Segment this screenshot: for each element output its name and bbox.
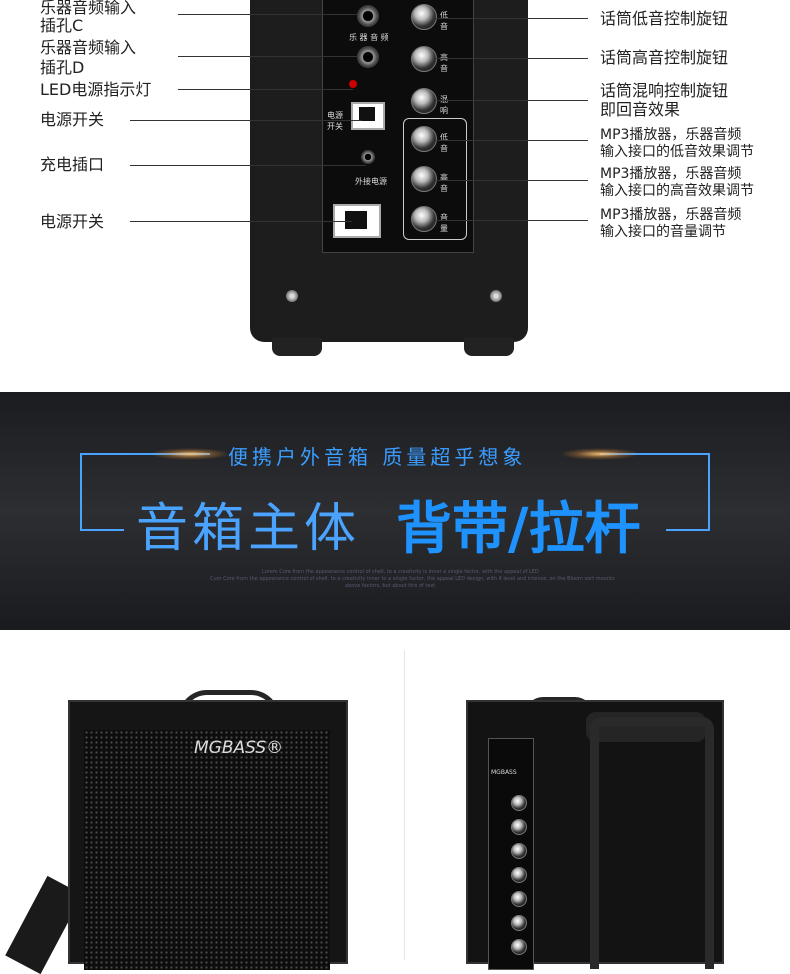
mp3-bass-knob[interactable] — [411, 126, 437, 152]
instrument-audio-label: 乐 器 音 频 — [349, 33, 389, 42]
mp3-volume-knob[interactable] — [411, 206, 437, 232]
label-power-switch-2: 电源开关 — [40, 212, 105, 231]
banner-title-highlight: 背带/拉杆 — [396, 497, 641, 562]
mp3-bass-label: 低音 — [440, 133, 448, 153]
speaker-front-view: MGBASS® — [68, 700, 348, 970]
banner-frame-left-side — [80, 453, 82, 531]
mp3-treble-label: 高音 — [440, 173, 448, 193]
reverb-label: 混响 — [440, 95, 448, 115]
led-indicator — [349, 80, 357, 88]
divider-line — [404, 650, 405, 960]
rear-knob — [511, 795, 527, 811]
banner-title-main: 音箱主体 — [136, 499, 361, 559]
leader-line — [436, 220, 588, 221]
label-mic-reverb-2: 即回音效果 — [600, 100, 681, 119]
banner-subtitle: 便携户外音箱 质量超乎想象 — [228, 445, 527, 469]
label-input-c-2: 插孔C — [40, 16, 84, 35]
label-mic-bass: 话筒低音控制旋钮 — [600, 9, 729, 28]
label-power-switch-1: 电源开关 — [40, 110, 105, 129]
label-mic-treble: 话筒高音控制旋钮 — [600, 48, 729, 67]
charging-port[interactable] — [361, 150, 375, 164]
rear-knob — [511, 843, 527, 859]
rear-knob — [511, 891, 527, 907]
banner-fine-print-1: Lorem Core from the appearance control o… — [262, 569, 539, 575]
banner-section — [0, 392, 790, 630]
label-mp3-treble-2: 输入接口的高音效果调节 — [600, 183, 754, 199]
leader-line — [436, 58, 588, 59]
rear-knob — [511, 915, 527, 931]
input-jack-c[interactable] — [357, 5, 379, 27]
rear-knob — [511, 819, 527, 835]
label-mp3-bass-2: 输入接口的低音效果调节 — [600, 144, 754, 160]
label-led: LED电源指示灯 — [40, 80, 152, 99]
label-mic-reverb-1: 话筒混响控制旋钮 — [600, 81, 729, 100]
mp3-treble-knob[interactable] — [411, 166, 437, 192]
input-jack-d[interactable] — [357, 46, 379, 68]
external-power-label: 外接电源 — [355, 177, 387, 186]
leader-line — [436, 140, 588, 141]
treble-label: 高音 — [440, 53, 448, 73]
mp3-control-group — [403, 118, 467, 240]
banner-frame-left-bottom — [80, 529, 124, 531]
banner-frame-left-top — [80, 453, 210, 455]
label-input-d-1: 乐器音频输入 — [40, 38, 137, 57]
banner-fine-print-3: above factors, but about this of text — [345, 583, 436, 589]
label-mp3-bass-1: MP3播放器，乐器音频 — [600, 127, 742, 143]
leader-line — [436, 100, 588, 101]
rear-knob — [511, 867, 527, 883]
banner-frame-right-top — [600, 453, 710, 455]
speaker-foot — [464, 338, 514, 356]
leader-line — [130, 221, 352, 222]
power-switch-label: 电源开关 — [327, 111, 343, 131]
power-switch-bottom[interactable] — [333, 204, 381, 238]
banner-fine-print-2: Cum Core from the appearance control of … — [210, 576, 615, 582]
panel-diagram-section: 乐 器 音 频 电源开关 外接电源 低音 高音 混响 低音 高音 音量 乐器音频… — [0, 0, 790, 392]
label-mp3-volume-2: 输入接口的音量调节 — [600, 224, 726, 240]
mic-treble-knob[interactable] — [411, 46, 437, 72]
leader-line — [178, 56, 358, 57]
label-input-c-1: 乐器音频输入 — [40, 0, 137, 17]
label-charging-port: 充电插口 — [40, 155, 105, 174]
leader-line — [436, 18, 588, 19]
leader-line — [178, 14, 358, 15]
control-panel: 乐 器 音 频 电源开关 外接电源 低音 高音 混响 低音 高音 音量 — [322, 0, 474, 253]
mic-bass-knob[interactable] — [411, 4, 437, 30]
glow-right — [560, 448, 640, 460]
banner-frame-right-bottom — [666, 529, 710, 531]
bass-label: 低音 — [440, 11, 448, 31]
volume-label: 音量 — [440, 213, 448, 233]
trolley-handle — [590, 717, 714, 969]
rear-brand-logo: MGBASS — [491, 769, 517, 776]
screw — [490, 290, 502, 302]
rear-knob — [511, 939, 527, 955]
label-mp3-treble-1: MP3播放器，乐器音频 — [600, 166, 742, 182]
screw — [286, 290, 298, 302]
speaker-grille — [84, 730, 330, 970]
label-input-d-2: 插孔D — [40, 58, 85, 77]
speaker-foot — [272, 338, 322, 356]
banner-frame-right-side — [708, 453, 710, 531]
leader-line — [130, 120, 362, 121]
power-switch-top[interactable] — [351, 102, 385, 130]
rear-control-panel: MGBASS — [488, 738, 534, 970]
leader-line — [436, 180, 588, 181]
leader-line — [130, 165, 366, 166]
glow-left — [150, 448, 230, 460]
front-brand-logo: MGBASS® — [194, 738, 284, 758]
leader-line — [178, 89, 353, 90]
mic-reverb-knob[interactable] — [411, 88, 437, 114]
label-mp3-volume-1: MP3播放器，乐器音频 — [600, 207, 742, 223]
